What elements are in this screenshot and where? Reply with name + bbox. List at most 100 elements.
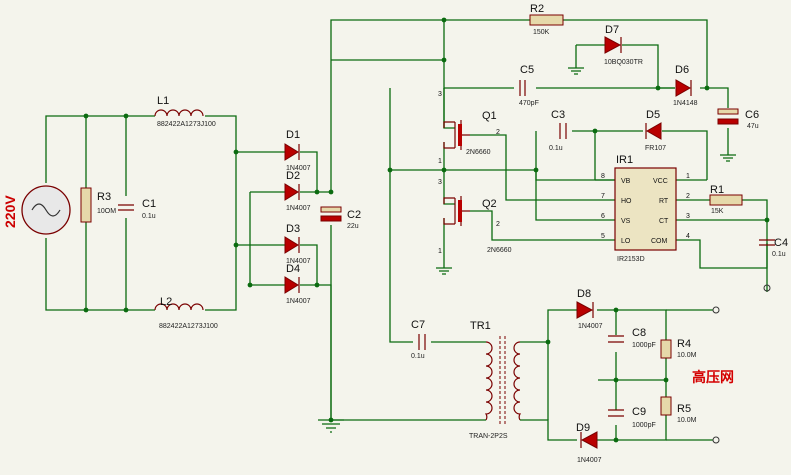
d7-ref: D7 [605,24,619,36]
l2-ref: L2 [160,296,172,308]
tr1-ref: TR1 [470,320,491,332]
c8-capacitor [608,335,624,343]
d6-value: 1N4148 [673,100,698,107]
d4-ref: D4 [286,263,300,275]
d9-value: 1N4007 [577,457,602,464]
c3-ref: C3 [551,109,565,121]
d3-value: 1N4007 [286,258,311,265]
ir1-ic-body [614,167,677,251]
l2-value: 882422A1273J100 [159,323,218,330]
c4-capacitor [759,239,775,246]
ir1-value: IR2153D [617,256,645,263]
q2-pin-g: 2 [496,221,500,228]
r1-value: 15K [711,208,724,215]
q1-pin-g: 2 [496,129,500,136]
r1-ref: R1 [710,184,724,196]
d3-diode [284,236,300,254]
ir1-pin-3: 3 [686,213,690,220]
q1-value: 2N6660 [466,149,491,156]
d4-value: 1N4007 [286,298,311,305]
r1-resistor [709,194,743,206]
d2-value: 1N4007 [286,205,311,212]
c5-capacitor [519,80,526,96]
source-label: 220V [2,195,18,228]
ir1-pin-8: 8 [601,173,605,180]
q2-value: 2N6660 [487,247,512,254]
ir1-pin-6: 6 [601,213,605,220]
c9-capacitor [608,409,624,417]
q2-mosfet [443,196,470,226]
ir1-pin-vcc: VCC [653,178,668,185]
c6-value: 47u [747,123,759,130]
terminals [712,284,771,444]
q1-pin-s: 1 [438,158,442,165]
c1-capacitor [118,204,134,211]
ir1-pin-2: 2 [686,193,690,200]
junction-dots [83,17,770,443]
ir1-pin-5: 5 [601,233,605,240]
c1-value: 0.1u [142,213,156,220]
d1-value: 1N4007 [286,165,311,172]
r4-ref: R4 [677,338,691,350]
q1-pin-d: 3 [438,91,442,98]
q2-pin-d: 3 [438,179,442,186]
ir1-ref: IR1 [616,154,633,166]
d3-ref: D3 [286,223,300,235]
c2-value: 22u [347,223,359,230]
watermark-text: 高压网 [692,369,734,385]
c2-capacitor [320,206,342,222]
r2-value: 150K [533,29,550,36]
c3-capacitor [559,123,567,139]
c7-ref: C7 [411,319,425,331]
l1-value: 882422A1273J100 [157,121,216,128]
c6-ref: C6 [745,109,759,121]
d7-diode [604,36,622,54]
r4-resistor [660,339,672,359]
c9-ref: C9 [632,406,646,418]
l1-ref: L1 [157,95,169,107]
d2-diode [284,183,300,201]
q2-ref: Q2 [482,198,497,210]
ir1-pin-7: 7 [601,193,605,200]
c1-ref: C1 [142,198,156,210]
c4-ref: C4 [774,237,788,249]
d2-ref: D2 [286,170,300,182]
ir1-pin-vb: VB [621,178,631,185]
c9-value: 1000pF [632,422,656,429]
d9-ref: D9 [576,422,590,434]
q2-pin-s: 1 [438,248,442,255]
d8-ref: D8 [577,288,591,300]
l1-inductor [154,109,204,117]
ir1-pin-1: 1 [686,173,690,180]
c7-capacitor [418,334,426,350]
c5-value: 470pF [519,100,539,107]
c3-value: 0.1u [549,145,563,152]
d4-diode [284,276,300,294]
d5-value: FR107 [645,145,666,152]
r5-resistor [660,396,672,416]
c4-value: 0.1u [772,251,786,258]
ir1-pin-ct: CT [659,218,669,225]
c5-ref: C5 [520,64,534,76]
d5-ref: D5 [646,109,660,121]
d8-value: 1N4007 [578,323,603,330]
q1-mosfet [443,120,470,150]
r3-resistor [80,187,92,223]
r5-value: 10.0M [677,417,697,424]
d1-ref: D1 [286,129,300,141]
ir1-pin-lo: LO [621,238,631,245]
d5-diode [645,122,662,140]
l2-inductor [154,303,204,311]
d6-diode [675,79,692,97]
r2-ref: R2 [530,3,544,15]
d1-diode [284,143,300,161]
ir1-pin-ho: HO [621,198,632,205]
tr1-transformer [484,336,522,426]
r3-ref: R3 [97,191,111,203]
c7-value: 0.1u [411,353,425,360]
ir1-pin-4: 4 [686,233,690,240]
d9-diode [580,431,598,449]
r2-resistor [529,14,564,26]
